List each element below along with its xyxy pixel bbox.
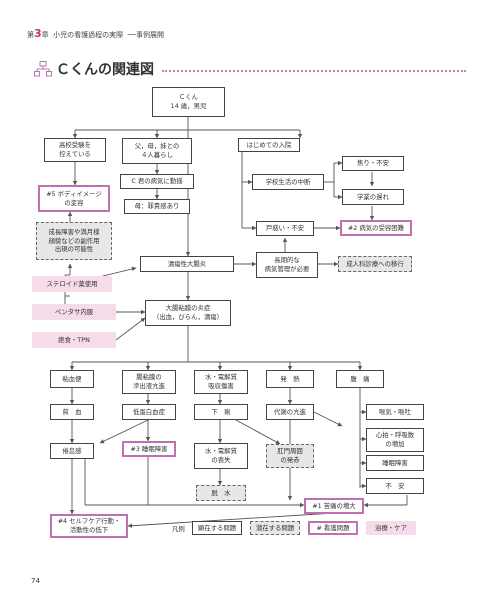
node-adult-care-transition: 成人科診療への移行 [338, 256, 412, 272]
chapter-title: 小児の看護過程の実際 [53, 31, 124, 39]
legend-label: 凡例 [172, 525, 185, 533]
nursing-problem-3: #3 睡眠障害 [122, 441, 176, 457]
patient-c-kun: Ｃくん 14 歳，男児 [152, 87, 225, 117]
node-bloody-stool: 粘血便 [50, 370, 94, 388]
node-abdominal-pain: 腹 痛 [336, 370, 384, 388]
node-diarrhea: 下 痢 [194, 404, 248, 420]
node-first-admission: はじめての入院 [238, 138, 300, 152]
legend-nursing-problem: # 看護問題 [308, 521, 358, 535]
chapter-header: 第3章 小児の看護過程の実際 ──事例展開 [27, 27, 164, 40]
node-sleep-disorder: 睡眠障害 [366, 455, 424, 471]
network-icon [34, 61, 52, 77]
node-mucosal-inflammation: 大腸粘膜の炎症 （出血，びらん，潰瘍） [145, 300, 231, 326]
node-mother-guilt: 母：罪責感あり [124, 199, 190, 214]
node-study-delay: 学業の遅れ [342, 189, 404, 205]
figure-title-bar: Ｃくんの関連図 [34, 58, 466, 80]
legend-treatment-care: 治療・ケア [366, 521, 416, 535]
node-exudate: 腸粘膜の 滲出液亢進 [122, 370, 176, 394]
node-mother-upset: C 君の病気に動揺 [120, 174, 194, 189]
node-perianal-redness: 肛門周囲 の発赤 [266, 444, 314, 468]
node-nausea: 嘔気・嘔吐 [366, 404, 424, 420]
section-label: ──事例展開 [127, 31, 164, 39]
legend-existing-problem: 顕在する問題 [192, 521, 242, 535]
care-pentasa: ペンタサ内服 [32, 304, 116, 320]
node-anxiety: 焦り・不安 [342, 156, 404, 171]
node-hypoproteinemia: 低蛋白血症 [122, 404, 176, 420]
chapter-suffix: 章 [41, 31, 49, 39]
node-metabolism-increase: 代謝の亢進 [266, 404, 314, 420]
care-steroid: ステロイド薬使用 [32, 276, 112, 292]
chapter-number: 3 [34, 27, 42, 40]
node-confusion: 戸惑い・不安 [256, 221, 314, 236]
node-side-effect-risk: 成長障害や満月様 顔貌などの副作用 出現の可能性 [36, 222, 112, 260]
care-fasting-tpn: 絶食・TPN [32, 332, 116, 348]
title-dotted-rule [162, 70, 466, 72]
node-ulcerative-colitis: 潰瘍性大腸炎 [140, 256, 234, 272]
page-number: 74 [31, 577, 40, 585]
node-anemia: 貧 血 [50, 404, 94, 420]
node-long-term-management: 長期的な 病気管理が必要 [256, 252, 318, 278]
nursing-problem-4: #4 セルフケア行動・ 活動性の低下 [50, 514, 128, 538]
node-fever: 発 熱 [266, 370, 314, 388]
node-absorption-disorder: 水・電解質 吸収傷害 [194, 370, 248, 394]
node-family: 父，母，妹との ４人暮らし [122, 138, 192, 164]
node-fatigue: 倦怠感 [50, 443, 94, 459]
nursing-problem-1: #1 苦痛の増大 [304, 498, 364, 514]
node-water-electrolyte-loss: 水・電解質 の喪失 [194, 443, 248, 469]
node-high-school-exam: 高校受験を 控えている [44, 138, 106, 162]
node-uneasiness: 不 安 [366, 478, 424, 494]
node-dehydration: 脱 水 [196, 485, 246, 501]
nursing-problem-5: #5 ボディイメージ の変容 [38, 185, 110, 212]
legend-potential-problem: 潜在する問題 [250, 521, 300, 535]
figure-title: Ｃくんの関連図 [56, 62, 154, 78]
nursing-problem-2: #2 病気の受容困難 [340, 220, 412, 236]
node-school-interruption: 学校生活の中断 [252, 174, 324, 190]
chapter-prefix: 第 [27, 31, 34, 39]
node-vital-increase: 心拍・呼吸数 の増加 [366, 428, 424, 452]
